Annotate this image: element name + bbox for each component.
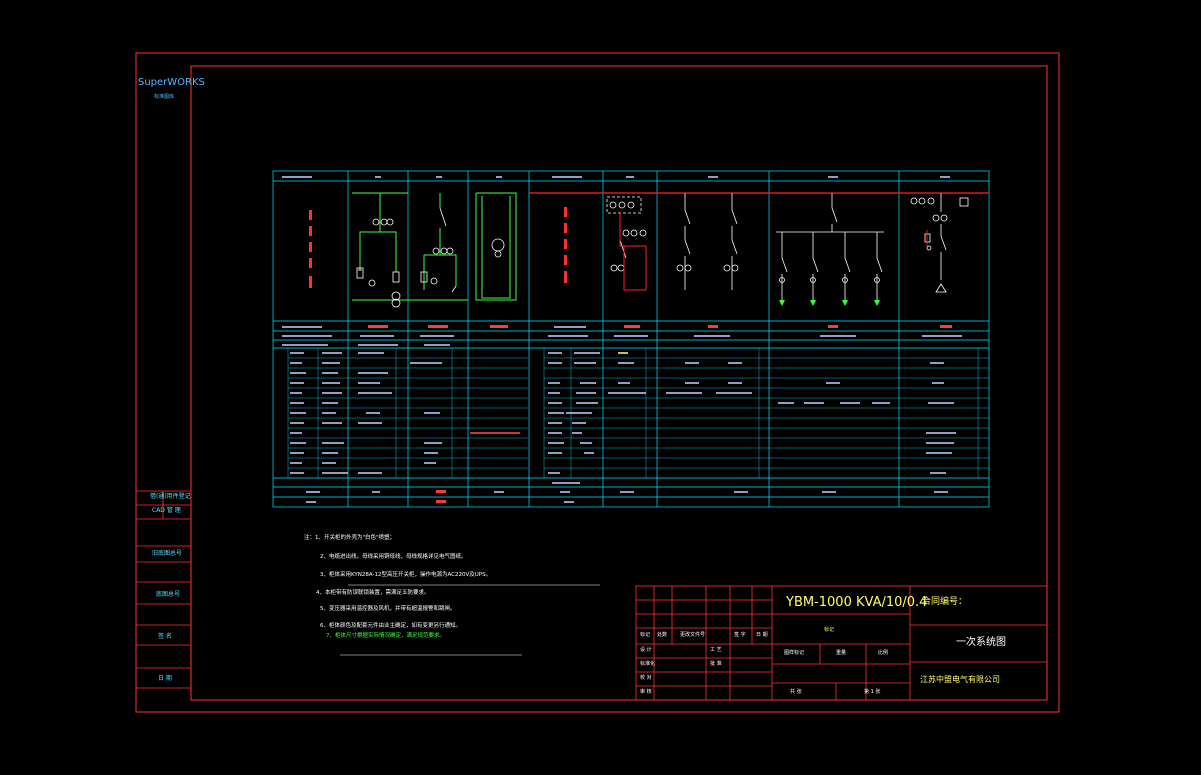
component-rows (287, 348, 989, 478)
note-item-4: 6、柜体颜色及配套元件由业主确定，如有变更另行通知。 (320, 623, 462, 629)
tb-row-label-4: 日 期 (756, 632, 768, 638)
feeders-3-arrows (779, 300, 880, 306)
tb-left-label-4: 工 艺 (710, 647, 722, 653)
panel-last (910, 193, 969, 293)
brand-sub: 标准图库 (154, 94, 175, 100)
tb-mid-label-1: 重量 (836, 650, 847, 656)
note-item-3: 5、变压器采用温控器及风机，并带有超温报警和跳闸。 (320, 606, 456, 612)
note-item-2: 4、本柜带有防误联锁装置，需满足五防要求。 (316, 590, 430, 596)
panel-incoming-red (619, 212, 647, 291)
title-block-lines (635, 585, 1048, 701)
note-item-0: 2、电缆进出线，母线采用铜母线，母线规格详见电气图纸。 (320, 554, 467, 560)
tb-left-label-1: 标准化 (640, 661, 656, 667)
schematic-table (272, 170, 990, 508)
drawing-title: 一次系统图 (956, 637, 1006, 648)
note-lines (340, 584, 600, 656)
panel-red-vertical-text (309, 207, 567, 288)
tb-left-label-3: 审 核 (640, 689, 652, 695)
note-item-1: 3、柜体采用KYN28A-12型高压开关柜，操作电源为AC220V及UPS。 (320, 572, 492, 578)
cell-text-marks (282, 176, 962, 503)
tb-left-label-0: 设 计 (640, 647, 652, 653)
side-label-2: 旧底图总号 (152, 550, 183, 557)
feeders-2 (676, 193, 739, 290)
tb-row-label-2: 更改文件号 (680, 632, 706, 638)
tb-row-label-3: 签 字 (734, 632, 746, 638)
red-cell-labels (368, 325, 952, 503)
brand-name: SuperWORKS (138, 77, 205, 88)
side-label-4: 签 名 (158, 633, 172, 640)
frame-outer (135, 52, 1060, 713)
feeders-3 (776, 193, 884, 300)
note-green: 7、柜体尺寸根据实际情况确定，满足规范要求。 (326, 633, 446, 639)
tb-row-label-0: 标记 (640, 632, 651, 638)
side-margin (136, 490, 191, 689)
tb-left-label-2: 校 对 (640, 675, 652, 681)
frame-inner (190, 65, 1048, 701)
tb-mid-label-4: 第 1 张 (864, 689, 881, 695)
note-lead: 注：1、开关柜的外壳为"白色"喷塑； (304, 535, 396, 541)
side-label-0: 借(通)用件登记 (150, 493, 191, 500)
tb-left-label-5: 批 准 (710, 661, 722, 667)
side-label-3: 底图总号 (156, 591, 181, 598)
contract-label: 合同编号： (922, 597, 968, 607)
panel-green-circuits (352, 192, 517, 301)
side-label-1: CAD 管 理 (152, 507, 181, 514)
tb-row-label-1: 处数 (657, 632, 668, 638)
side-label-5: 日 期 (158, 675, 172, 682)
tb-mid-label-3: 共 张 (790, 689, 802, 695)
panel-incoming (606, 196, 647, 272)
company-name: 江苏中盟电气有限公司 (920, 675, 1000, 684)
panel-white-devices (356, 207, 505, 308)
tb-mid-label-0: 图样标记 (784, 650, 805, 656)
tb-mid-label-2: 比例 (878, 650, 889, 656)
product-model: YBM-1000 KVA/10/0.4 (786, 595, 928, 610)
stage-mark: 标记 (824, 627, 835, 633)
